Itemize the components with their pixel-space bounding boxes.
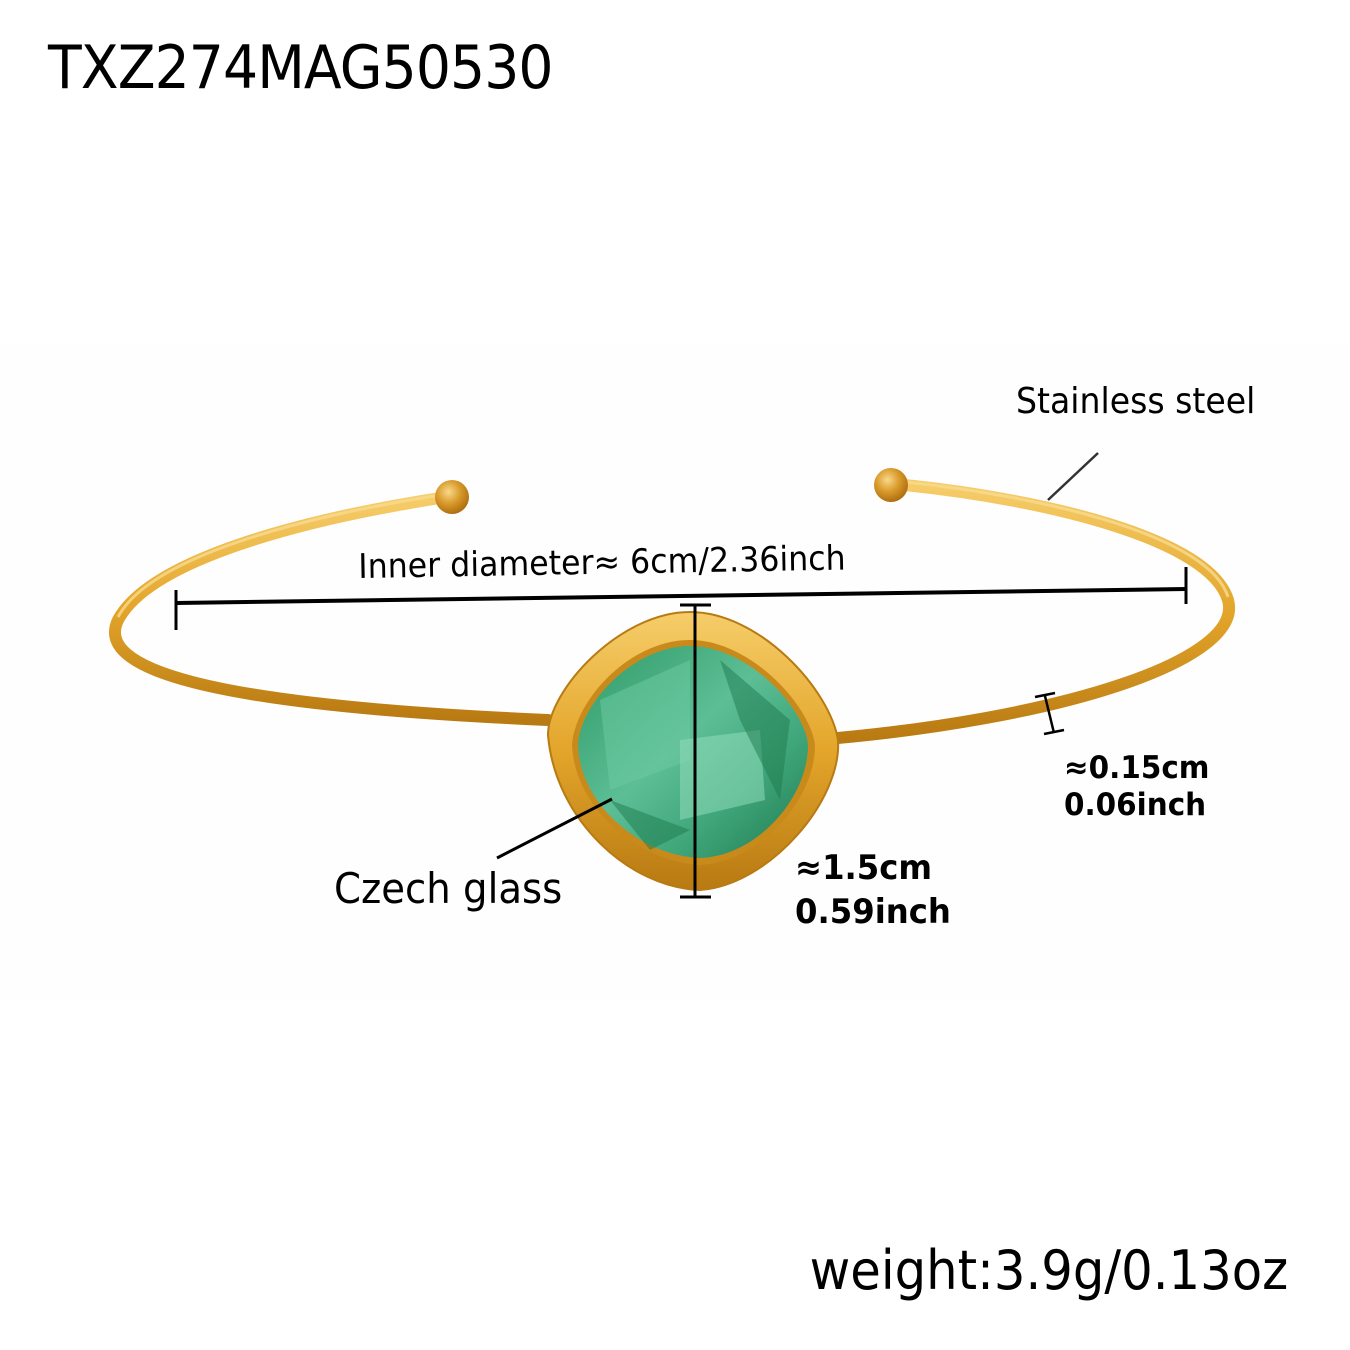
band-width-cm: ≈0.15cm [1064,750,1210,786]
bangle-band [109,479,1236,746]
dimension-lines [174,452,1188,899]
stone-material-label: Czech glass [334,864,563,913]
bangle-end-ball-right [874,468,908,502]
band-width-label: ≈0.15cm 0.06inch [1064,750,1209,823]
stone-size-cm: ≈1.5cm [795,848,933,888]
band-width-inch: 0.06inch [1064,786,1207,823]
inner-diameter-label: Inner diameter≈ 6cm/2.36inch [357,538,846,587]
product-sku: TXZ274MAG50530 [48,33,554,103]
stone-size-inch: 0.59inch [795,892,951,933]
material-label: Stainless steel [1016,381,1256,422]
bangle-end-ball-left [435,480,469,514]
product-weight: weight:3.9g/0.13oz [809,1239,1288,1302]
stone-size-label: ≈1.5cm 0.59inch [795,846,951,934]
